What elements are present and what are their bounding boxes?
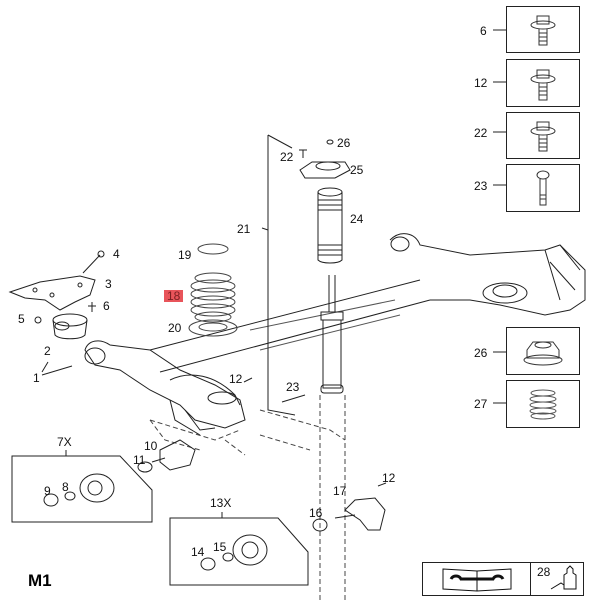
- callout: 22: [280, 150, 294, 164]
- hub-kit-7x-frame: [11, 455, 153, 523]
- callout: 25: [350, 163, 364, 177]
- bolt-23-axle: [281, 394, 306, 403]
- callout: 19: [178, 248, 192, 262]
- spring-nut-icon: [529, 389, 557, 420]
- rear-axle-beam: [84, 233, 586, 436]
- hub-kit-13x-frame: [169, 517, 309, 586]
- bolt-6: [88, 302, 96, 312]
- axle-bracket: [8, 275, 96, 311]
- callout: 12: [229, 372, 243, 386]
- repair-manual-box[interactable]: [422, 562, 532, 596]
- legend-label: 6: [480, 24, 487, 38]
- legend-label: 23: [474, 179, 488, 193]
- hub-7x: [43, 473, 115, 507]
- stub-axle: [137, 439, 196, 473]
- long-bolt-icon: [536, 170, 550, 206]
- legend-box-22: [506, 112, 580, 159]
- bolt-22: [299, 149, 307, 158]
- nut-26: [326, 139, 334, 145]
- callout: 11: [133, 453, 146, 467]
- callout: 26: [337, 136, 351, 150]
- callout: 20: [168, 321, 182, 335]
- callout-highlighted: 18: [164, 290, 184, 302]
- legend-box-6: [506, 6, 580, 53]
- callout: 1: [33, 371, 40, 385]
- wheel-carrier: [312, 482, 387, 532]
- flange-bolt-icon: [530, 15, 556, 46]
- legend-label: 22: [474, 126, 488, 140]
- hub-13x: [200, 534, 268, 571]
- adhesive-box[interactable]: 28: [530, 562, 584, 596]
- flange-bolt-icon: [530, 69, 556, 101]
- callout: 13X: [210, 496, 232, 510]
- legend-box-27: [506, 380, 580, 428]
- group-bracket-21: [261, 134, 296, 416]
- legend-label: 27: [474, 397, 488, 411]
- callout: 2: [44, 344, 51, 358]
- legend-box-26: [506, 327, 580, 375]
- callout: 15: [213, 540, 227, 554]
- callout: 5: [18, 312, 25, 326]
- callout: 4: [113, 247, 120, 261]
- callout: 16: [309, 506, 323, 520]
- bolt-12-axle: [243, 377, 253, 383]
- shock-absorber: [320, 275, 344, 394]
- callout: 17: [333, 484, 347, 498]
- legend-label: 12: [474, 76, 488, 90]
- callout: 9: [44, 484, 51, 498]
- repair-manual-icon: [442, 568, 512, 592]
- callout: 3: [105, 277, 112, 291]
- bolt-4: [82, 254, 101, 274]
- legend-box-23: [506, 164, 580, 212]
- callout: 14: [191, 545, 205, 559]
- flange-bolt-icon: [530, 121, 556, 152]
- callout: 8: [62, 480, 69, 494]
- legend-label: 26: [474, 346, 488, 360]
- callout: 23: [286, 380, 300, 394]
- callout: 10: [144, 439, 158, 453]
- nut-5: [34, 316, 42, 324]
- callout: 12: [382, 471, 396, 485]
- adhesive-label: 28: [537, 565, 551, 579]
- callout: 7X: [57, 435, 72, 449]
- page-code: M1: [28, 571, 52, 590]
- callout: 21: [237, 222, 251, 236]
- adhesive-tube-icon: [550, 565, 577, 590]
- callout: 6: [103, 299, 110, 313]
- coil-spring: [188, 243, 238, 337]
- callout: 24: [350, 212, 364, 226]
- top-mount: [299, 161, 351, 179]
- bump-stop: [317, 187, 343, 264]
- bushing: [52, 313, 88, 340]
- legend-box-12: [506, 59, 580, 107]
- hex-flange-nut-icon: [523, 341, 563, 366]
